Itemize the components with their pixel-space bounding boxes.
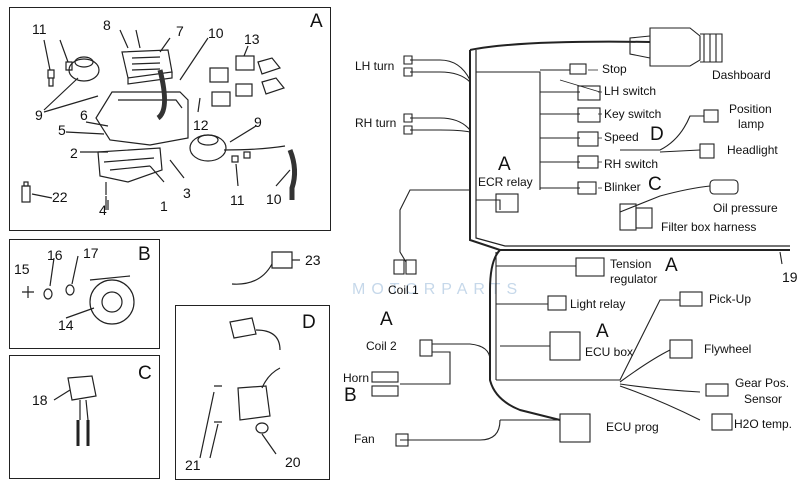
label-dashboard: Dashboard bbox=[712, 68, 771, 82]
panel-d-letter: D bbox=[302, 312, 316, 333]
label-key-switch: Key switch bbox=[604, 107, 662, 121]
part-number: 9 bbox=[254, 114, 262, 130]
label-lh-switch: LH switch bbox=[604, 84, 657, 98]
label-position-lamp-2: lamp bbox=[738, 117, 765, 131]
part-number: 16 bbox=[47, 247, 63, 263]
label-filter-box-harness: Filter box harness bbox=[661, 220, 757, 234]
part-number: 18 bbox=[32, 392, 48, 408]
label-rh-turn: RH turn bbox=[355, 116, 397, 130]
label-oil-pressure: Oil pressure bbox=[713, 201, 778, 215]
label-ecu-prog: ECU prog bbox=[606, 420, 659, 434]
label-gear-pos-1: Gear Pos. bbox=[735, 376, 790, 390]
watermark: MOTORPARTS bbox=[352, 281, 524, 298]
label-ecu-box: ECU box bbox=[585, 345, 634, 359]
panel-a-frame bbox=[9, 7, 331, 231]
relay-c bbox=[67, 375, 97, 401]
part-number: 4 bbox=[99, 202, 107, 218]
panel-b-letter: B bbox=[138, 244, 151, 265]
label-light-relay: Light relay bbox=[570, 297, 626, 311]
label-horn: Horn bbox=[343, 371, 370, 385]
part-number: 21 bbox=[185, 457, 201, 473]
connector-d bbox=[229, 317, 257, 339]
part-number: 3 bbox=[183, 185, 191, 201]
label-speed: Speed bbox=[604, 130, 639, 144]
panel-c-frame bbox=[9, 355, 160, 479]
part-number: 14 bbox=[58, 317, 74, 333]
panel-a-letter: A bbox=[310, 11, 323, 32]
label-flywheel: Flywheel bbox=[704, 342, 752, 356]
label-rh-switch: RH switch bbox=[604, 157, 659, 171]
label-gear-pos-2: Sensor bbox=[744, 392, 783, 406]
coil-top bbox=[68, 58, 100, 82]
callout-letter: A bbox=[380, 309, 393, 330]
part-number: 8 bbox=[103, 17, 111, 33]
label-fan: Fan bbox=[354, 432, 375, 446]
part-number: 20 bbox=[285, 454, 301, 470]
label-stop: Stop bbox=[602, 62, 627, 76]
label-pick-up: Pick-Up bbox=[709, 292, 752, 306]
dashboard-connector bbox=[649, 27, 701, 67]
label-blinker: Blinker bbox=[604, 180, 641, 194]
part-number: 17 bbox=[83, 245, 99, 261]
part-number: 23 bbox=[305, 252, 321, 268]
label-position-lamp-1: Position bbox=[729, 102, 772, 116]
label-lh-turn: LH turn bbox=[355, 59, 395, 73]
part-number: 9 bbox=[35, 107, 43, 123]
part-number: 11 bbox=[230, 192, 245, 208]
lower-bracket bbox=[97, 147, 163, 183]
part-number: 10 bbox=[208, 25, 224, 41]
part-number: 19 bbox=[782, 269, 797, 285]
callout-letter: C bbox=[648, 174, 662, 195]
label-tension-regulator-1: Tension bbox=[610, 257, 652, 271]
part-number: 12 bbox=[193, 117, 209, 133]
callout-letter: A bbox=[498, 154, 511, 175]
part-number: 7 bbox=[176, 23, 184, 39]
bracket-plate bbox=[95, 91, 189, 146]
panel-b-frame bbox=[9, 239, 160, 349]
label-headlight: Headlight bbox=[727, 143, 778, 157]
callout-letter: A bbox=[665, 255, 678, 276]
label-h2o-temp: H2O temp. bbox=[734, 417, 793, 431]
label-coil-2: Coil 2 bbox=[366, 339, 397, 353]
part-number: 5 bbox=[58, 122, 66, 138]
part-number: 15 bbox=[14, 261, 30, 277]
label-ecr-relay: ECR relay bbox=[478, 175, 533, 189]
coil-bottom bbox=[189, 134, 227, 162]
main-trunk bbox=[469, 50, 790, 251]
module-d bbox=[237, 385, 271, 421]
part-number: 13 bbox=[244, 31, 260, 47]
panel-d-frame bbox=[175, 305, 330, 480]
label-tension-regulator-2: regulator bbox=[610, 272, 658, 286]
part-number: 22 bbox=[52, 189, 68, 205]
callout-letter: A bbox=[596, 321, 609, 342]
part-number: 6 bbox=[80, 107, 88, 123]
screw bbox=[47, 69, 55, 87]
part-number: 1 bbox=[160, 198, 168, 214]
part-number: 11 bbox=[32, 21, 47, 37]
callout-letter: B bbox=[344, 385, 357, 406]
callout-letter: D bbox=[650, 124, 664, 145]
part-number: 10 bbox=[266, 191, 282, 207]
panel-c-letter: C bbox=[138, 363, 152, 384]
horn bbox=[89, 279, 135, 325]
label-coil-1: Coil 1 bbox=[388, 283, 419, 297]
part-number: 2 bbox=[70, 145, 78, 161]
relay bbox=[209, 67, 229, 83]
